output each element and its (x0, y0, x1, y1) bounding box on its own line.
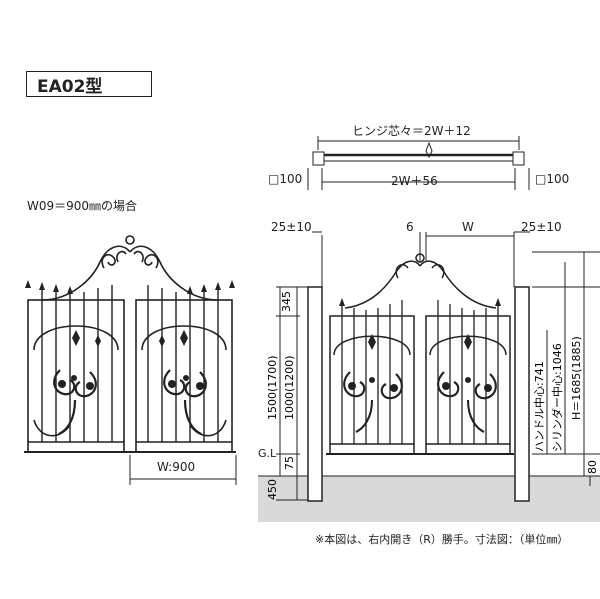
dim-handle: ハンドル中心:741 (533, 361, 546, 452)
dim-post-right: □100 (535, 172, 570, 186)
dim-left-offset: 25±10 (271, 220, 312, 234)
right-gate-illustration (326, 253, 514, 455)
dim-right-offset: 25±10 (521, 220, 562, 234)
dim-w: W (462, 220, 474, 234)
posts (307, 286, 530, 502)
left-gate-illustration (24, 235, 236, 453)
dim-gap: 6 (406, 220, 414, 234)
plan-view (307, 136, 530, 190)
dim-gl: G.L (258, 447, 277, 460)
left-width-dimension (129, 455, 237, 485)
left-width-label: W:900 (157, 460, 196, 474)
dim-345: 345 (280, 291, 293, 312)
dim-1000: 1000(1200) (283, 355, 296, 420)
dim-450: 450 (266, 479, 279, 500)
footnote: ※本図は、右内開き（R）勝手。寸法図：（単位㎜） (315, 533, 569, 546)
dim-inner: 2W＋56 (391, 174, 438, 188)
left-caption: W09＝900㎜の場合 (27, 199, 138, 213)
dim-cylinder: シリンダー中心:1046 (550, 343, 564, 452)
dim-80: 80 (586, 460, 599, 474)
dim-hinge-center: ヒンジ芯々＝2W＋12 (352, 124, 471, 138)
dimension-lines (258, 231, 600, 501)
model-title: EA02型 (26, 71, 152, 97)
dim-height: H＝1685(1885) (570, 336, 583, 420)
dim-75: 75 (283, 456, 296, 470)
dim-post-left: □100 (268, 172, 303, 186)
dim-1500: 1500(1700) (266, 355, 279, 420)
